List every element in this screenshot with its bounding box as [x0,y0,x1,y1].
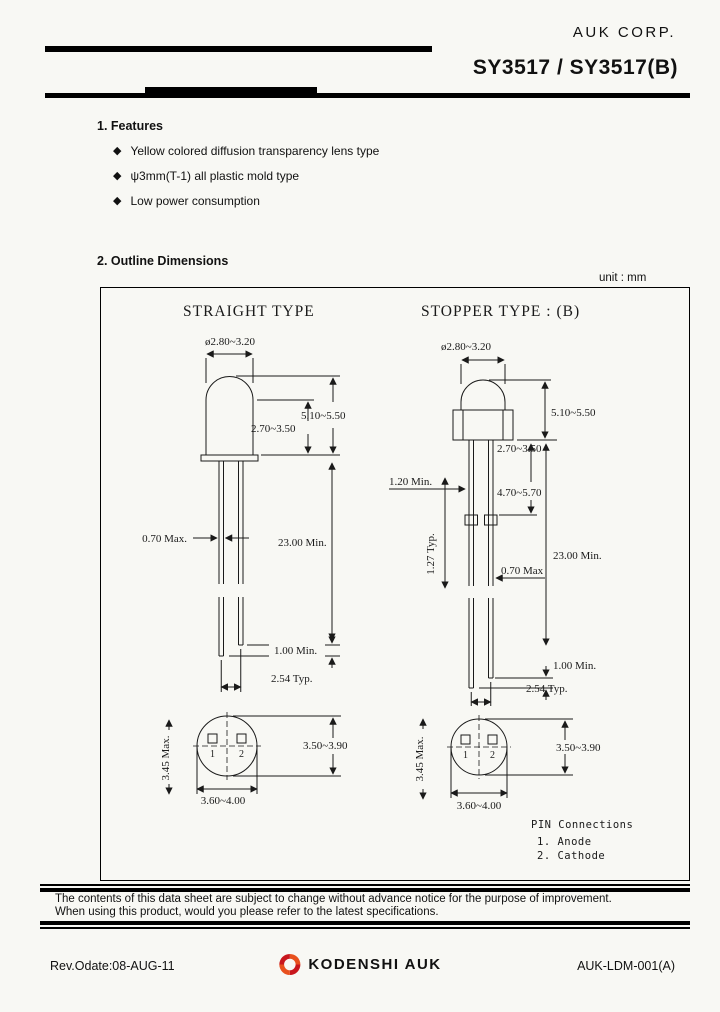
header-rule-bottom [45,93,690,98]
dim-stopper-pitch: 1.27 Typ. [425,533,437,575]
page-title: SY3517 / SY3517(B) [472,56,678,79]
kodenshi-logo-icon [279,953,301,976]
outline-dimensions-box: STRAIGHT TYPE STOPPER TYPE : (B) ø2.80~3… [100,287,690,881]
feature-text: ψ3mm(T-1) all plastic mold type [130,169,300,183]
footer-rule-thin-bottom [40,927,690,929]
feature-text: Low power consumption [130,194,260,208]
dim-lead-pitch: 2.54 Typ. [526,683,568,695]
disclaimer-line-2: When using this product, would you pleas… [55,906,439,918]
dim-lead-pitch: 2.54 Typ. [271,673,313,685]
footer-rule-thick-top [40,888,690,892]
diamond-bullet-icon: ◆ [113,144,122,157]
dim-standoff: 1.20 Min. [389,476,432,488]
stopper-bottom-view: 1 2 [447,715,511,779]
diamond-bullet-icon: ◆ [113,169,122,182]
feature-item: ◆ Low power consumption [113,194,260,208]
dim-lens-diameter: ø2.80~3.20 [205,336,255,348]
straight-leads [218,461,244,657]
pin1-label: 1 [463,750,468,761]
header-rule-top [45,46,432,52]
dim-flat-width: 3.45 Max. [160,735,172,780]
pin2-label: 2 [239,749,244,760]
dim-tip-length: 1.00 Min. [274,645,317,657]
dim-tip-length: 1.00 Min. [553,660,596,672]
company-name: AUK CORP. [572,24,676,41]
stopper-type-drawing: ø2.80~3.20 [389,341,602,812]
dim-flange-diameter: 3.60~4.00 [201,795,246,807]
straight-type-title: STRAIGHT TYPE [183,303,315,320]
dim-flat-width: 3.45 Max. [414,736,426,781]
dim-lead-width: 0.70 Max [501,565,544,577]
dim-lead-length: 23.00 Min. [278,537,327,549]
kodenshi-logo: KODENSHI AUK [278,953,441,976]
dim-body-height: 2.70~3.50 [251,423,296,435]
feature-item: ◆ Yellow colored diffusion transparency … [113,144,379,158]
footer-rule-thin-top [40,884,690,886]
pin1-label: 1 [210,749,215,760]
document-number: AUK-LDM-001(A) [577,959,675,973]
dim-stopper-height: 4.70~5.70 [497,487,542,499]
straight-type-drawing: ø2.80~3.20 5.10~5.50 [142,336,348,807]
unit-label: unit : mm [599,272,647,284]
dim-base-height: 3.50~3.90 [556,742,601,754]
pin2-label: 2 [490,750,495,761]
dim-lead-length: 23.00 Min. [553,550,602,562]
pin-connections: PIN Connections 1. Anode 2. Cathode [531,819,633,862]
header-rule-accent [145,87,317,93]
dim-body-height: 2.70~3.50 [497,443,542,455]
revision-date: Rev.Odate:08-AUG-11 [50,959,175,973]
pin-connection-anode: 1. Anode [537,836,592,848]
footer-rule-thick-bottom [40,921,690,925]
feature-item: ◆ ψ3mm(T-1) all plastic mold type [113,169,299,183]
outline-heading: 2. Outline Dimensions [97,254,229,268]
dim-lead-width: 0.70 Max. [142,533,187,545]
kodenshi-logo-text: KODENSHI AUK [308,956,442,973]
pin-connections-title: PIN Connections [531,819,633,831]
stopper-leads [464,440,498,689]
pin-connection-cathode: 2. Cathode [537,850,605,862]
stopper-type-title: STOPPER TYPE : (B) [421,303,580,320]
features-heading: 1. Features [97,119,164,133]
feature-text: Yellow colored diffusion transparency le… [130,144,380,158]
diamond-bullet-icon: ◆ [113,194,122,207]
straight-bottom-view: 1 2 [193,712,261,780]
dim-epoxy-height: 5.10~5.50 [301,410,346,422]
outline-diagram: STRAIGHT TYPE STOPPER TYPE : (B) ø2.80~3… [142,303,633,862]
dim-base-height: 3.50~3.90 [303,740,348,752]
dim-epoxy-height: 5.10~5.50 [551,407,596,419]
disclaimer-line-1: The contents of this data sheet are subj… [55,893,612,905]
dim-flange-diameter: 3.60~4.00 [457,800,502,812]
dim-lens-diameter: ø2.80~3.20 [441,341,491,353]
